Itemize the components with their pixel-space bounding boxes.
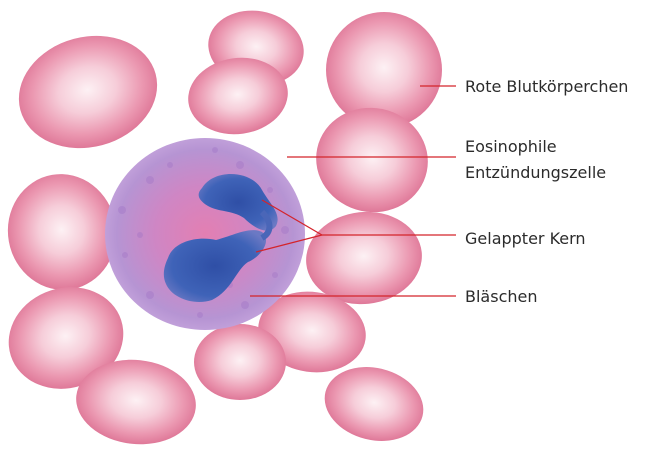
label-lobed-nucleus: Gelappter Kern bbox=[465, 228, 586, 250]
eosinophil-cell bbox=[105, 138, 305, 330]
label-red-blood-cells: Rote Blutkörperchen bbox=[465, 76, 628, 98]
label-eosinophil-line1: Eosinophile bbox=[465, 136, 557, 158]
red-blood-cell bbox=[317, 357, 431, 451]
red-blood-cell bbox=[194, 324, 286, 400]
label-eosinophil-line2: Entzündungszelle bbox=[465, 162, 606, 184]
label-vesicles: Bläschen bbox=[465, 286, 537, 308]
red-blood-cell bbox=[6, 21, 170, 163]
